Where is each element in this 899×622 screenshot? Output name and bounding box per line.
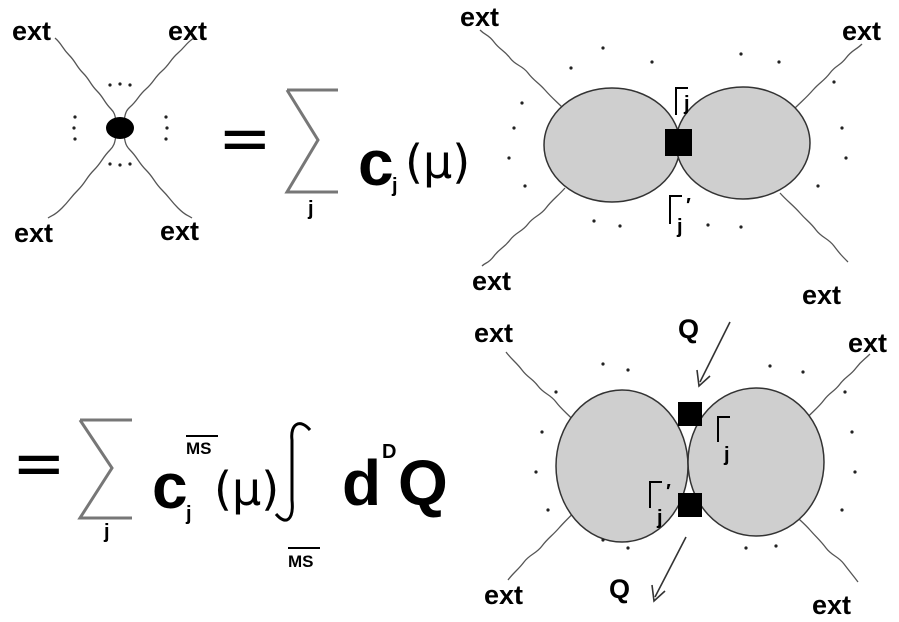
ext-label-8: ext [802, 280, 841, 310]
measure-q: Q [398, 447, 448, 519]
gamma-sub-bottom: j [723, 444, 730, 466]
ext-line-tr-4 [779, 192, 849, 263]
coefficient-c-1: c [358, 127, 394, 199]
ext-label-4: ext [160, 216, 199, 246]
subgraph-right-top [675, 86, 811, 200]
ext-line-tr-1 [479, 29, 564, 109]
integral-sign [274, 422, 312, 522]
ope-expansion-bottom: = j c j MS (μ) MS d D Q [12, 418, 448, 571]
ext-label-10: ext [848, 328, 887, 358]
ext-label-12: ext [812, 590, 851, 620]
ext-label-11: ext [484, 580, 523, 610]
operator-diagram-bottom: j j ′ Q Q ext ext ext ext [474, 314, 887, 620]
gamma-prime-sub-bottom: j [656, 507, 663, 529]
ext-line-bottom-right [119, 127, 193, 219]
operator-diagram-top: j j ′ ext ext ext ext [460, 2, 881, 310]
subgraph-left-bottom [555, 389, 689, 543]
ext-label-2: ext [168, 16, 207, 46]
gamma-prime-label-bottom: j ′ [649, 481, 671, 529]
ext-line-top-right [119, 37, 195, 129]
ext-line-tr-3 [481, 187, 566, 267]
gamma-label-top: j [675, 87, 690, 115]
gamma-sub-top: j [683, 93, 690, 115]
scale-arg-2: (μ) [214, 462, 279, 516]
amplitude-diagram: ext ext ext ext [12, 16, 207, 248]
ext-line-br-4 [789, 509, 859, 583]
ext-line-top-left [54, 37, 121, 129]
sum-index-2: j [103, 521, 110, 543]
coefficient-sub-1: j [391, 175, 398, 197]
operator-vertex-lower [678, 493, 702, 517]
subgraph-right-bottom [687, 387, 825, 537]
ext-line-bottom-left [47, 127, 121, 219]
sum-symbol-1 [284, 88, 338, 194]
msbar-superscript: MS [186, 439, 212, 458]
ext-line-br-1 [505, 351, 576, 423]
dots-left [72, 115, 77, 141]
msbar-subscript: MS [288, 552, 314, 571]
ope-expansion-top: = j c j (μ) [218, 88, 470, 220]
operator-vertex-upper [678, 402, 702, 426]
operator-vertex-top [665, 129, 692, 156]
dots-right [164, 115, 169, 141]
measure-dimension: D [382, 441, 396, 463]
ext-label-1: ext [12, 16, 51, 46]
dots-diagram-bottom [534, 362, 857, 550]
dots-bottom [108, 162, 132, 167]
ext-line-br-2 [804, 353, 871, 421]
equals-sign-2: = [12, 427, 66, 501]
ext-line-tr-2 [794, 43, 863, 109]
measure-d: d [342, 447, 381, 519]
ext-line-br-3 [507, 507, 579, 581]
momentum-arrow-out [651, 536, 687, 603]
momentum-label-in: Q [678, 314, 699, 344]
gamma-prime-sub-top: j [676, 216, 683, 238]
coefficient-sub-2: j [185, 503, 192, 525]
gamma-label-bottom: j [717, 416, 730, 466]
equals-sign-1: = [218, 102, 272, 176]
scale-arg-1: (μ) [405, 135, 470, 189]
gamma-prime-mark-top: ′ [686, 195, 691, 217]
dots-top [108, 82, 132, 87]
dots-diagram-top [507, 46, 848, 229]
ext-label-5: ext [460, 2, 499, 32]
coefficient-c-2: c [152, 450, 188, 522]
sum-index-1: j [307, 198, 314, 220]
ext-label-9: ext [474, 318, 513, 348]
momentum-arrow-in [696, 321, 731, 388]
gamma-prime-mark-bottom: ′ [666, 481, 671, 503]
ext-label-3: ext [14, 218, 53, 248]
interaction-blob [106, 117, 134, 139]
momentum-label-out: Q [609, 574, 630, 604]
sum-symbol-2 [77, 418, 132, 520]
ext-label-6: ext [842, 16, 881, 46]
subgraph-left-top [543, 87, 681, 203]
gamma-prime-label-top: j ′ [669, 195, 691, 238]
ext-label-7: ext [472, 266, 511, 296]
